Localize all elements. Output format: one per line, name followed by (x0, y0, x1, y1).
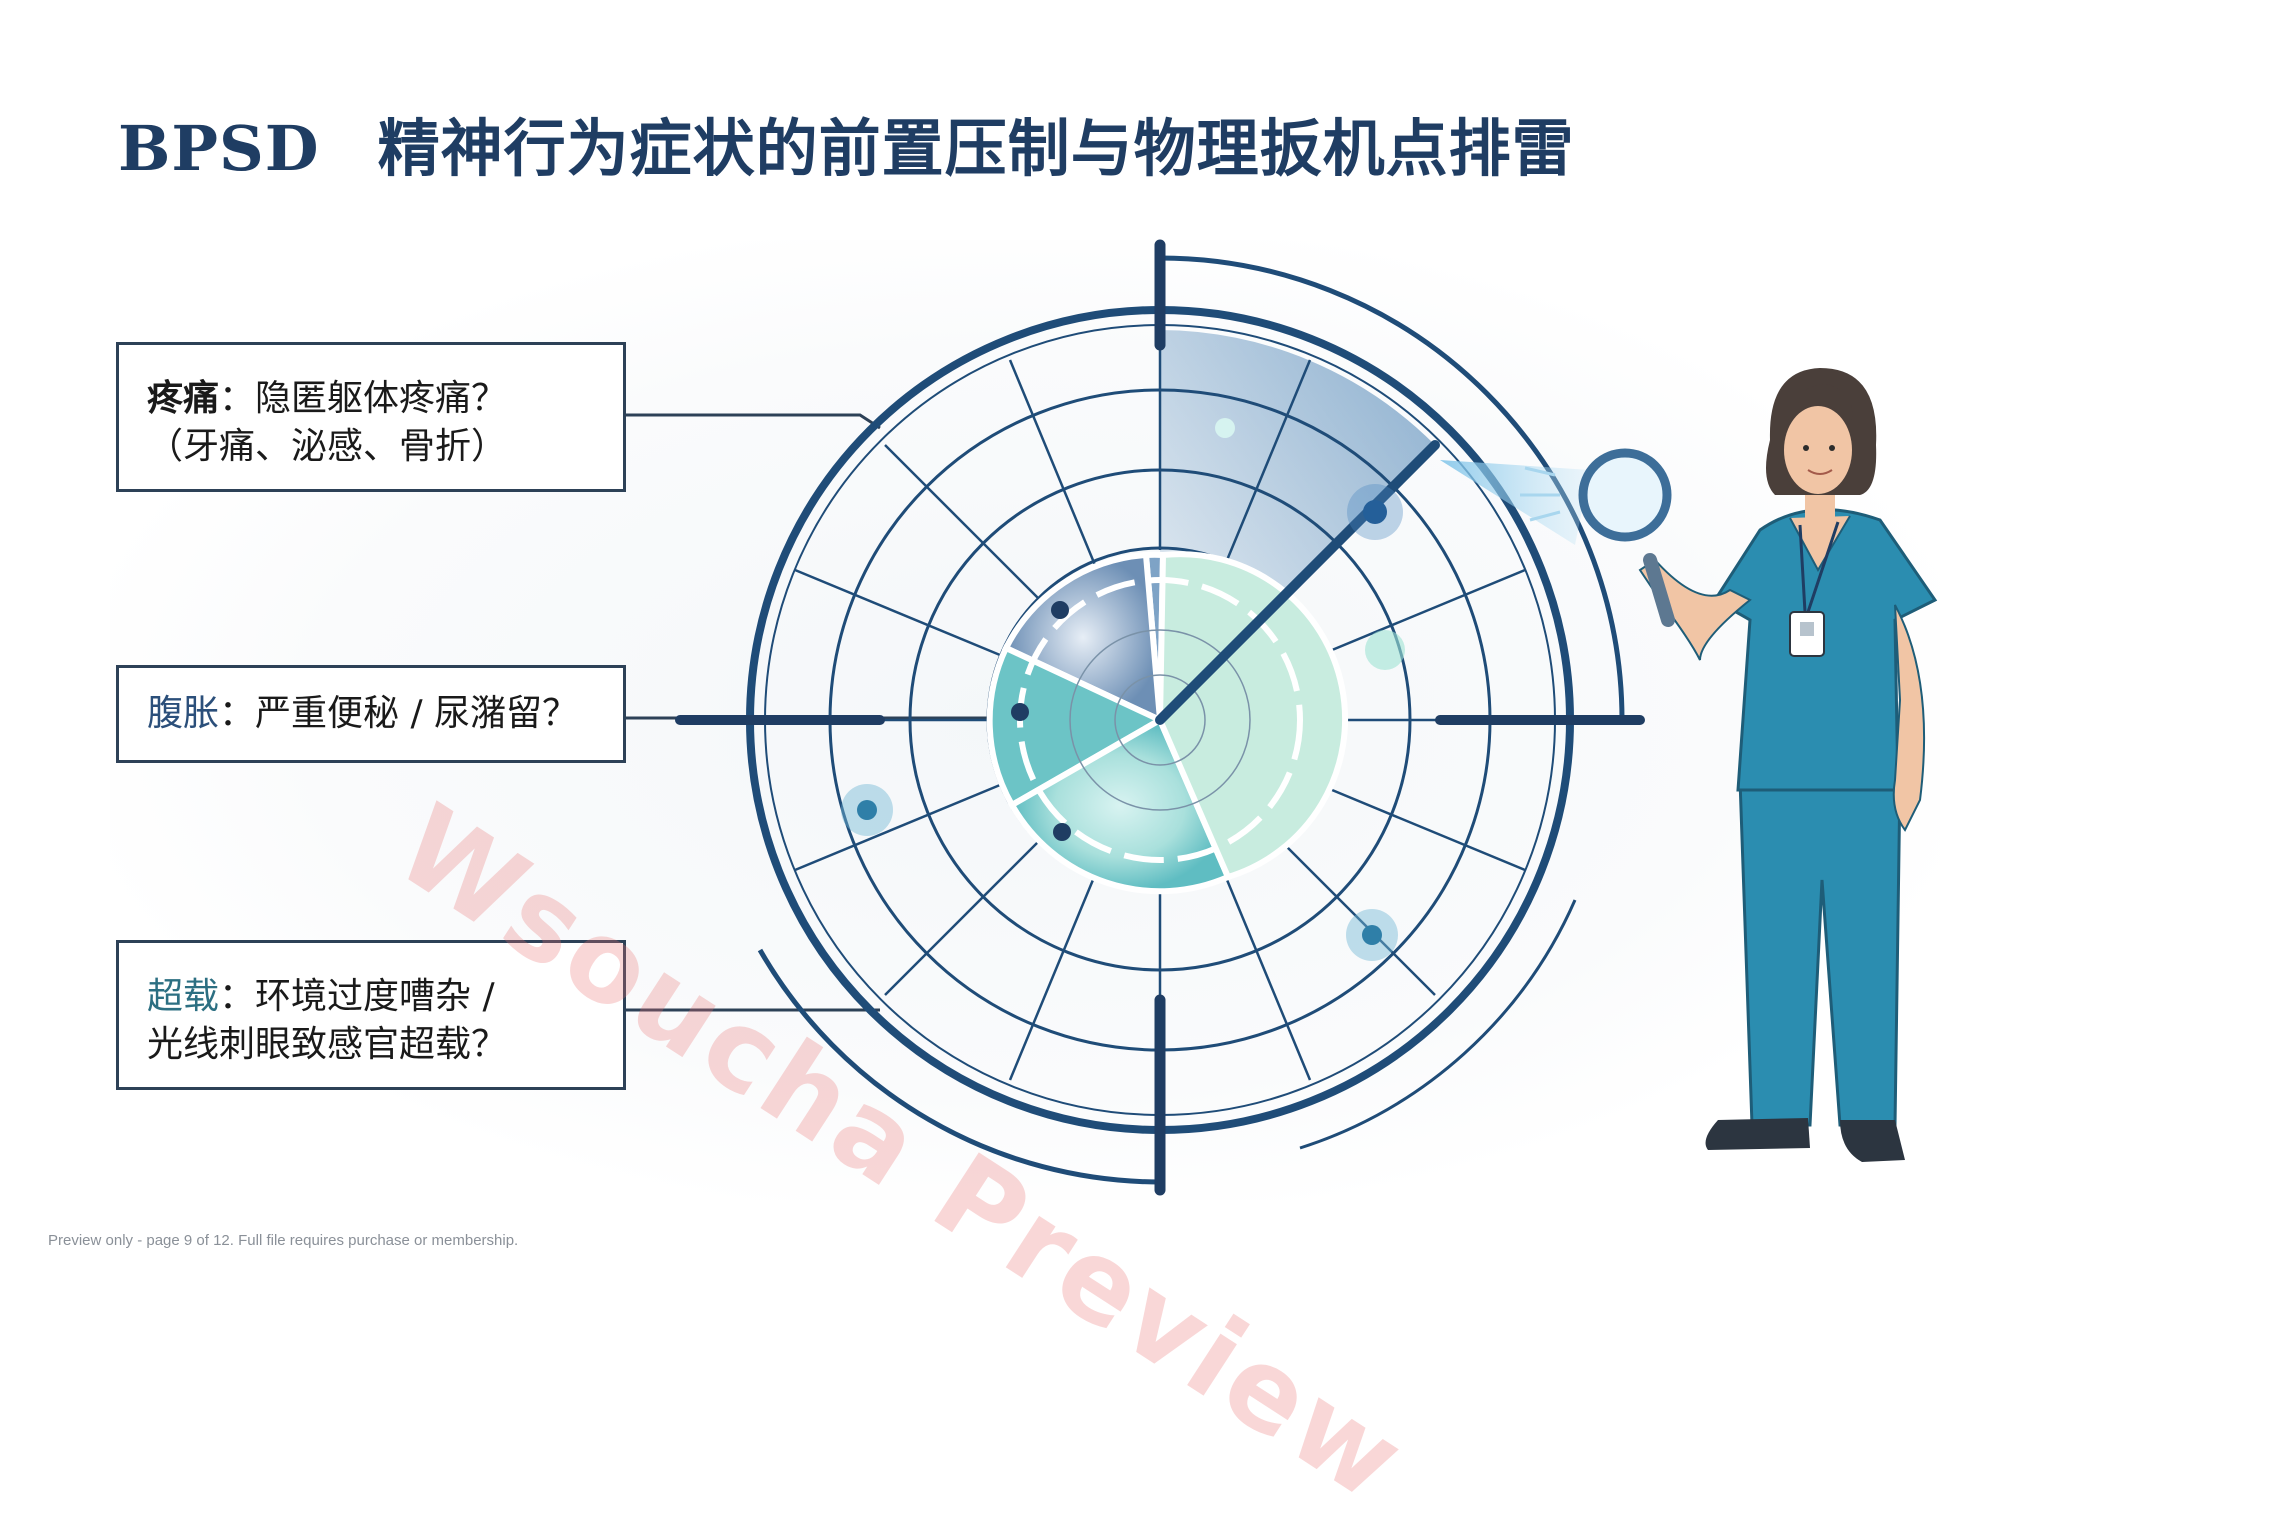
nurse-figure (1578, 368, 1938, 1162)
page-title: BPSD 精神行为症状的前置压制与物理扳机点排雷 (118, 112, 1678, 186)
radar-illustration (626, 239, 1938, 1196)
slide: BPSD 精神行为症状的前置压制与物理扳机点排雷 (48, 112, 1940, 1528)
callout-pain-line2: （牙痛、泌感、骨折） (147, 426, 508, 467)
callout-bloat-line1: 腹胀：严重便秘 / 尿潴留？ (147, 690, 595, 738)
preview-footer: Preview only - page 9 of 12. Full file r… (48, 1232, 519, 1249)
title-main: 精神行为症状的前置压制与物理扳机点排雷 (377, 112, 1575, 185)
callout-pain-keyword: 疼痛 (147, 378, 220, 419)
callout-bloat-keyword: 腹胀 (147, 693, 220, 734)
magnifier-beam (1440, 460, 1590, 545)
callout-pain: 疼痛：隐匿躯体疼痛？ （牙痛、泌感、骨折） (116, 342, 626, 492)
callout-overload-keyword: 超载 (147, 976, 220, 1017)
callout-connectors (626, 413, 1010, 1012)
radar-blips (841, 418, 1405, 961)
radar-core (986, 551, 1349, 895)
radar-crosshair (675, 239, 1645, 1196)
radar-outer-arcs (757, 255, 1625, 1185)
title-prefix: BPSD (118, 112, 320, 185)
callout-pain-line1: 疼痛：隐匿躯体疼痛？ (147, 375, 595, 423)
callout-bloat: 腹胀：严重便秘 / 尿潴留？ (116, 665, 626, 763)
callout-overload-line2: 光线刺眼致感官超载？ (147, 1024, 508, 1065)
callout-pain-text: ：隐匿躯体疼痛？ (219, 378, 508, 419)
radar-spokes (770, 330, 1550, 1110)
callout-bloat-text: ：严重便秘 / 尿潴留？ (219, 693, 579, 734)
radar-core-inner (1069, 629, 1251, 811)
radar-sweep-line (1155, 440, 1440, 725)
beam-lines (1520, 466, 1561, 522)
callout-overload-line1: 超载：环境过度嘈杂 / (147, 973, 595, 1021)
callout-overload: 超载：环境过度嘈杂 / 光线刺眼致感官超载？ (116, 940, 626, 1090)
callout-overload-text: ：环境过度嘈杂 / (219, 976, 495, 1017)
callout-dots (1011, 601, 1071, 841)
